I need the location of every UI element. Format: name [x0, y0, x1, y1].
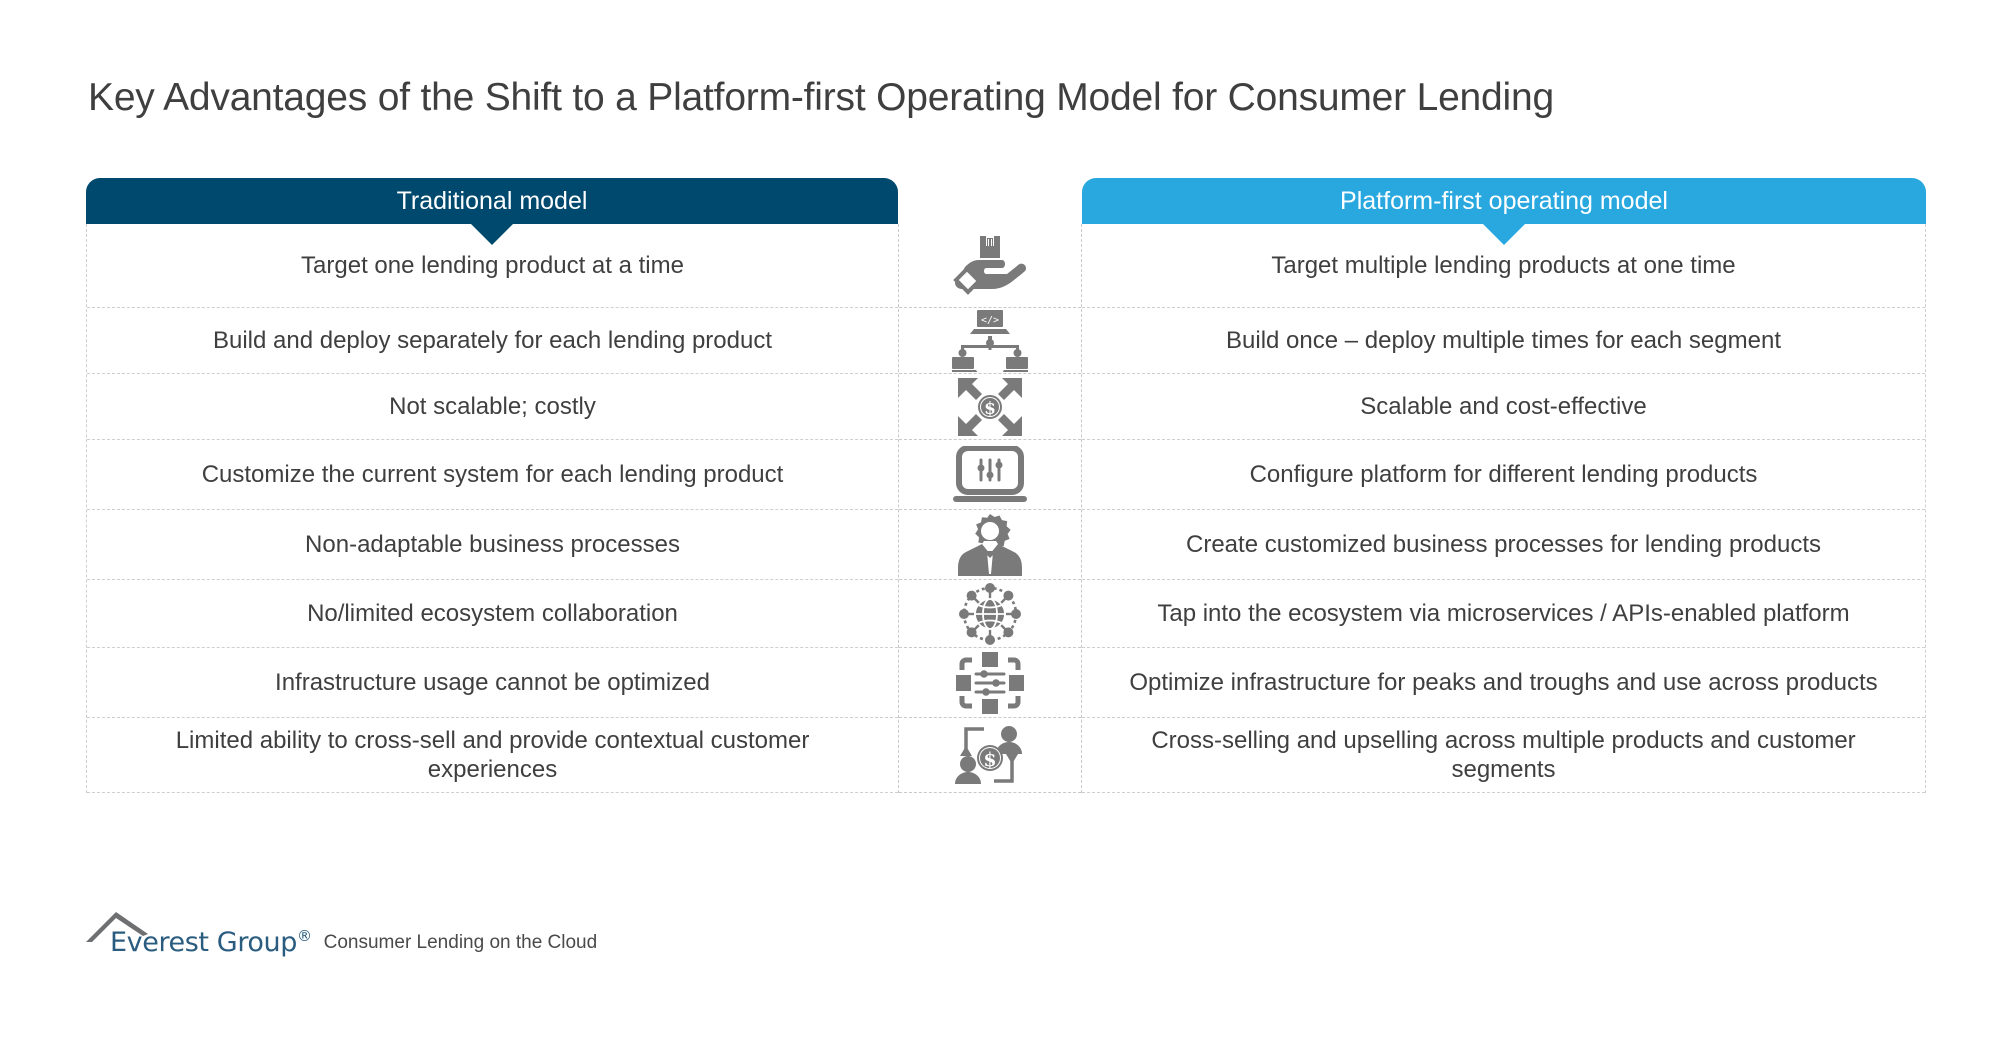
- svg-text:$: $: [984, 399, 996, 419]
- table-cell-right: Cross-selling and upselling across multi…: [1082, 718, 1925, 793]
- table-cell-right: Configure platform for different lending…: [1082, 440, 1925, 510]
- column-header-traditional: Traditional model: [86, 178, 898, 245]
- person-gear-head-icon: [899, 510, 1081, 580]
- column-header-traditional-label: Traditional model: [396, 186, 588, 215]
- table-cell-right: Create customized business processes for…: [1082, 510, 1925, 580]
- table-cell-right: Optimize infrastructure for peaks and tr…: [1082, 648, 1925, 718]
- column-header-platform-label: Platform-first operating model: [1340, 186, 1668, 215]
- column-header-icons-spacer: [898, 178, 1082, 224]
- table-header-row: Traditional model Platform-first operati…: [86, 178, 1926, 245]
- dollar-expanding-arrows-icon: $: [899, 374, 1081, 440]
- platform-header-pointer-icon: [1482, 223, 1526, 245]
- hand-holding-shopping-bag-icon: [899, 224, 1081, 308]
- everest-group-logo: Everest Group®: [86, 912, 312, 956]
- table-body: Target one lending product at a time Bui…: [86, 224, 1926, 793]
- icon-column: </>: [898, 224, 1082, 793]
- infrastructure-sliders-icon: [899, 648, 1081, 718]
- table-cell-right: Tap into the ecosystem via microservices…: [1082, 580, 1925, 648]
- laptop-sliders-icon: [899, 440, 1081, 510]
- comparison-table: Traditional model Platform-first operati…: [86, 178, 1926, 793]
- cross-sell-people-dollar-icon: $: [899, 718, 1081, 793]
- platform-column: Target multiple lending products at one …: [1082, 224, 1926, 793]
- registered-mark-icon: ®: [297, 927, 312, 945]
- mountain-peak-icon: [86, 912, 148, 942]
- table-cell-left: No/limited ecosystem collaboration: [87, 580, 898, 648]
- traditional-header-pointer-icon: [470, 223, 514, 245]
- table-cell-left: Target one lending product at a time: [87, 224, 898, 308]
- column-header-platform: Platform-first operating model: [1082, 178, 1926, 245]
- traditional-column: Target one lending product at a time Bui…: [86, 224, 898, 793]
- table-cell-left: Customize the current system for each le…: [87, 440, 898, 510]
- table-cell-left: Non-adaptable business processes: [87, 510, 898, 580]
- table-cell-left: Limited ability to cross-sell and provid…: [87, 718, 898, 793]
- page-title: Key Advantages of the Shift to a Platfor…: [88, 76, 1554, 119]
- svg-text:</>: </>: [981, 315, 999, 326]
- footer-note: Consumer Lending on the Cloud: [323, 932, 598, 953]
- footer: Everest Group® Consumer Lending on the C…: [86, 912, 597, 956]
- svg-text:$: $: [983, 749, 996, 771]
- table-cell-left: Not scalable; costly: [87, 374, 898, 440]
- table-cell-right: Target multiple lending products at one …: [1082, 224, 1925, 308]
- table-cell-left: Infrastructure usage cannot be optimized: [87, 648, 898, 718]
- table-cell-left: Build and deploy separately for each len…: [87, 308, 898, 374]
- table-cell-right: Scalable and cost-effective: [1082, 374, 1925, 440]
- globe-network-nodes-icon: [899, 580, 1081, 648]
- table-cell-right: Build once – deploy multiple times for e…: [1082, 308, 1925, 374]
- code-deploy-to-devices-icon: </>: [899, 308, 1081, 374]
